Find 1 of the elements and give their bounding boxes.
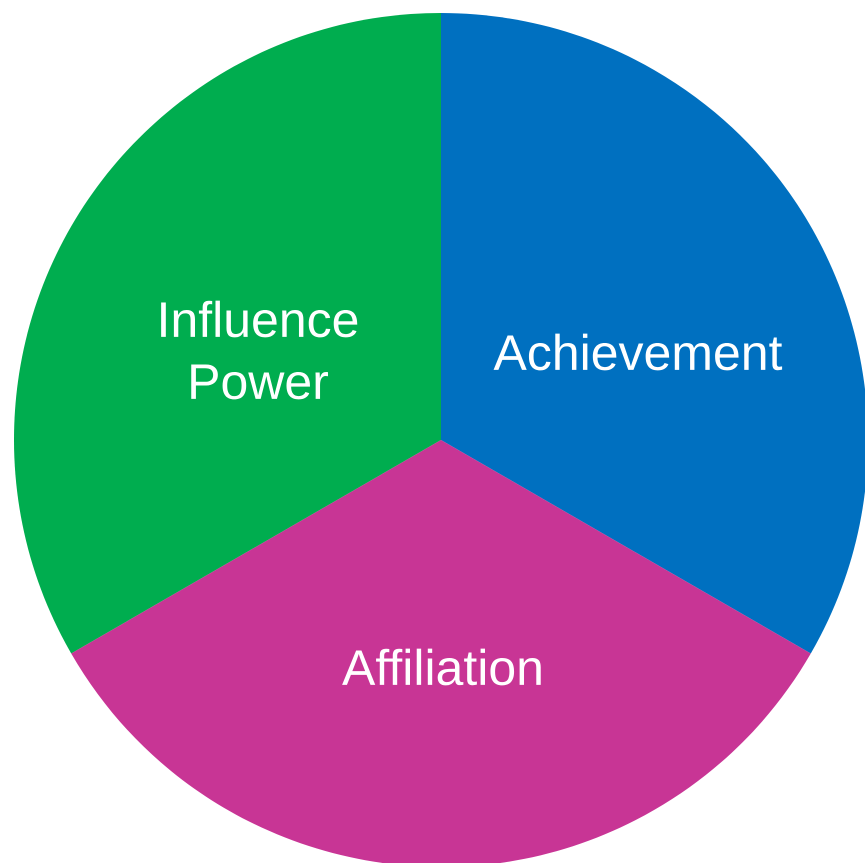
pie-slice: Affiliation	[71, 440, 811, 863]
